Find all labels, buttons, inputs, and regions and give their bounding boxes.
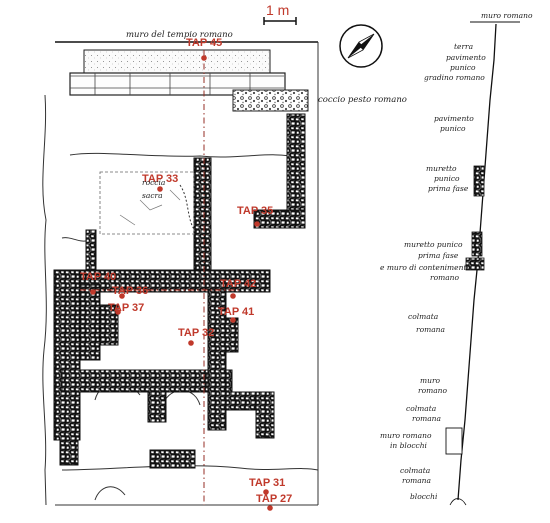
scale-bar-label: 1 m	[266, 2, 290, 18]
section-label-pavimento-b2: punico	[440, 124, 466, 133]
section-label-muro-blocchi-2: in blocchi	[390, 441, 427, 450]
sampling-point-tap33	[157, 186, 163, 192]
sampling-label-tap37: TAP 37	[108, 302, 145, 314]
sampling-point-tap40	[90, 289, 96, 295]
section-label-muretto-b1: muretto punico	[404, 240, 463, 249]
scale-bar	[263, 17, 297, 25]
section-label-muro-romano-2: romano	[418, 386, 448, 395]
sampling-point-tap45	[201, 55, 207, 61]
section-label-colmata-b1: colmata	[406, 404, 437, 413]
section-label-muretto-3: prima fase	[428, 184, 469, 193]
sampling-point-tap27	[267, 505, 273, 511]
section-label-contenimento: e muro di contenimento	[380, 263, 471, 272]
sampling-label-tap36: TAP 36	[112, 285, 149, 297]
section-label-muro-blocchi-1: muro romano	[380, 431, 432, 440]
sampling-label-tap33: TAP 33	[142, 173, 179, 185]
sampling-label-tap41: TAP 41	[218, 306, 255, 318]
reference-lines	[80, 50, 240, 505]
sampling-point-tap42	[230, 293, 236, 299]
coccio-pesto-floor	[232, 89, 309, 112]
roccia-label: roccia	[142, 178, 166, 187]
coccio-pesto-label: coccio pesto romano	[318, 95, 407, 105]
section-label-muretto-1: muretto	[426, 164, 457, 173]
section-label-contenimento-2: romano	[430, 273, 460, 282]
section-label-colmata-b2: romana	[412, 414, 441, 423]
sampling-label-tap32: TAP 32	[178, 327, 215, 339]
section-label-colmata-2: romana	[416, 325, 445, 334]
sampling-point-tap36	[119, 293, 125, 299]
sampling-label-tap27: TAP 27	[256, 493, 293, 505]
section-label-terra: terra	[454, 42, 474, 51]
sampling-point-tap37	[115, 309, 121, 315]
section-label-muretto-2: punico	[434, 174, 460, 183]
sacra-label: sacra	[142, 191, 163, 200]
section-label-pavimento-b1: pavimento	[434, 114, 474, 123]
temple-wall-top	[55, 41, 318, 96]
north-arrow-icon	[339, 24, 383, 68]
temple-wall-label: muro del tempio romano	[126, 30, 233, 40]
plan-outline	[42, 42, 319, 506]
sampling-label-tap31: TAP 31	[249, 477, 286, 489]
sampling-point-tap41	[230, 317, 236, 323]
sampling-label-tap45: TAP 45	[186, 37, 223, 49]
section-label-colmata-c1: colmata	[400, 466, 431, 475]
section-label-colmata-1: colmata	[408, 312, 439, 321]
sampling-label-tap35: TAP 35	[237, 205, 274, 217]
section-label-colmata-c2: romana	[402, 476, 431, 485]
section-label-muretto-b2: prima fase	[418, 251, 459, 260]
stratigraphic-section	[445, 21, 520, 506]
section-label-pavimento-1: pavimento	[446, 53, 486, 62]
section-label-muro-romano-1: muro	[420, 376, 441, 385]
section-label-gradino: gradino romano	[424, 73, 485, 82]
sampling-label-tap42: TAP 42	[220, 278, 257, 290]
rubble-walls	[53, 113, 306, 469]
sacred-rock-area	[99, 171, 195, 235]
sampling-label-tap40: TAP 40	[80, 271, 117, 283]
section-label-blocchi: blocchi	[410, 492, 438, 501]
sampling-point-tap35	[254, 221, 260, 227]
section-label-pavimento-2: punico	[450, 63, 476, 72]
sampling-point-tap31	[263, 489, 269, 495]
sampling-point-tap32	[188, 340, 194, 346]
section-label-muro-romano-top: muro romano	[481, 11, 533, 20]
